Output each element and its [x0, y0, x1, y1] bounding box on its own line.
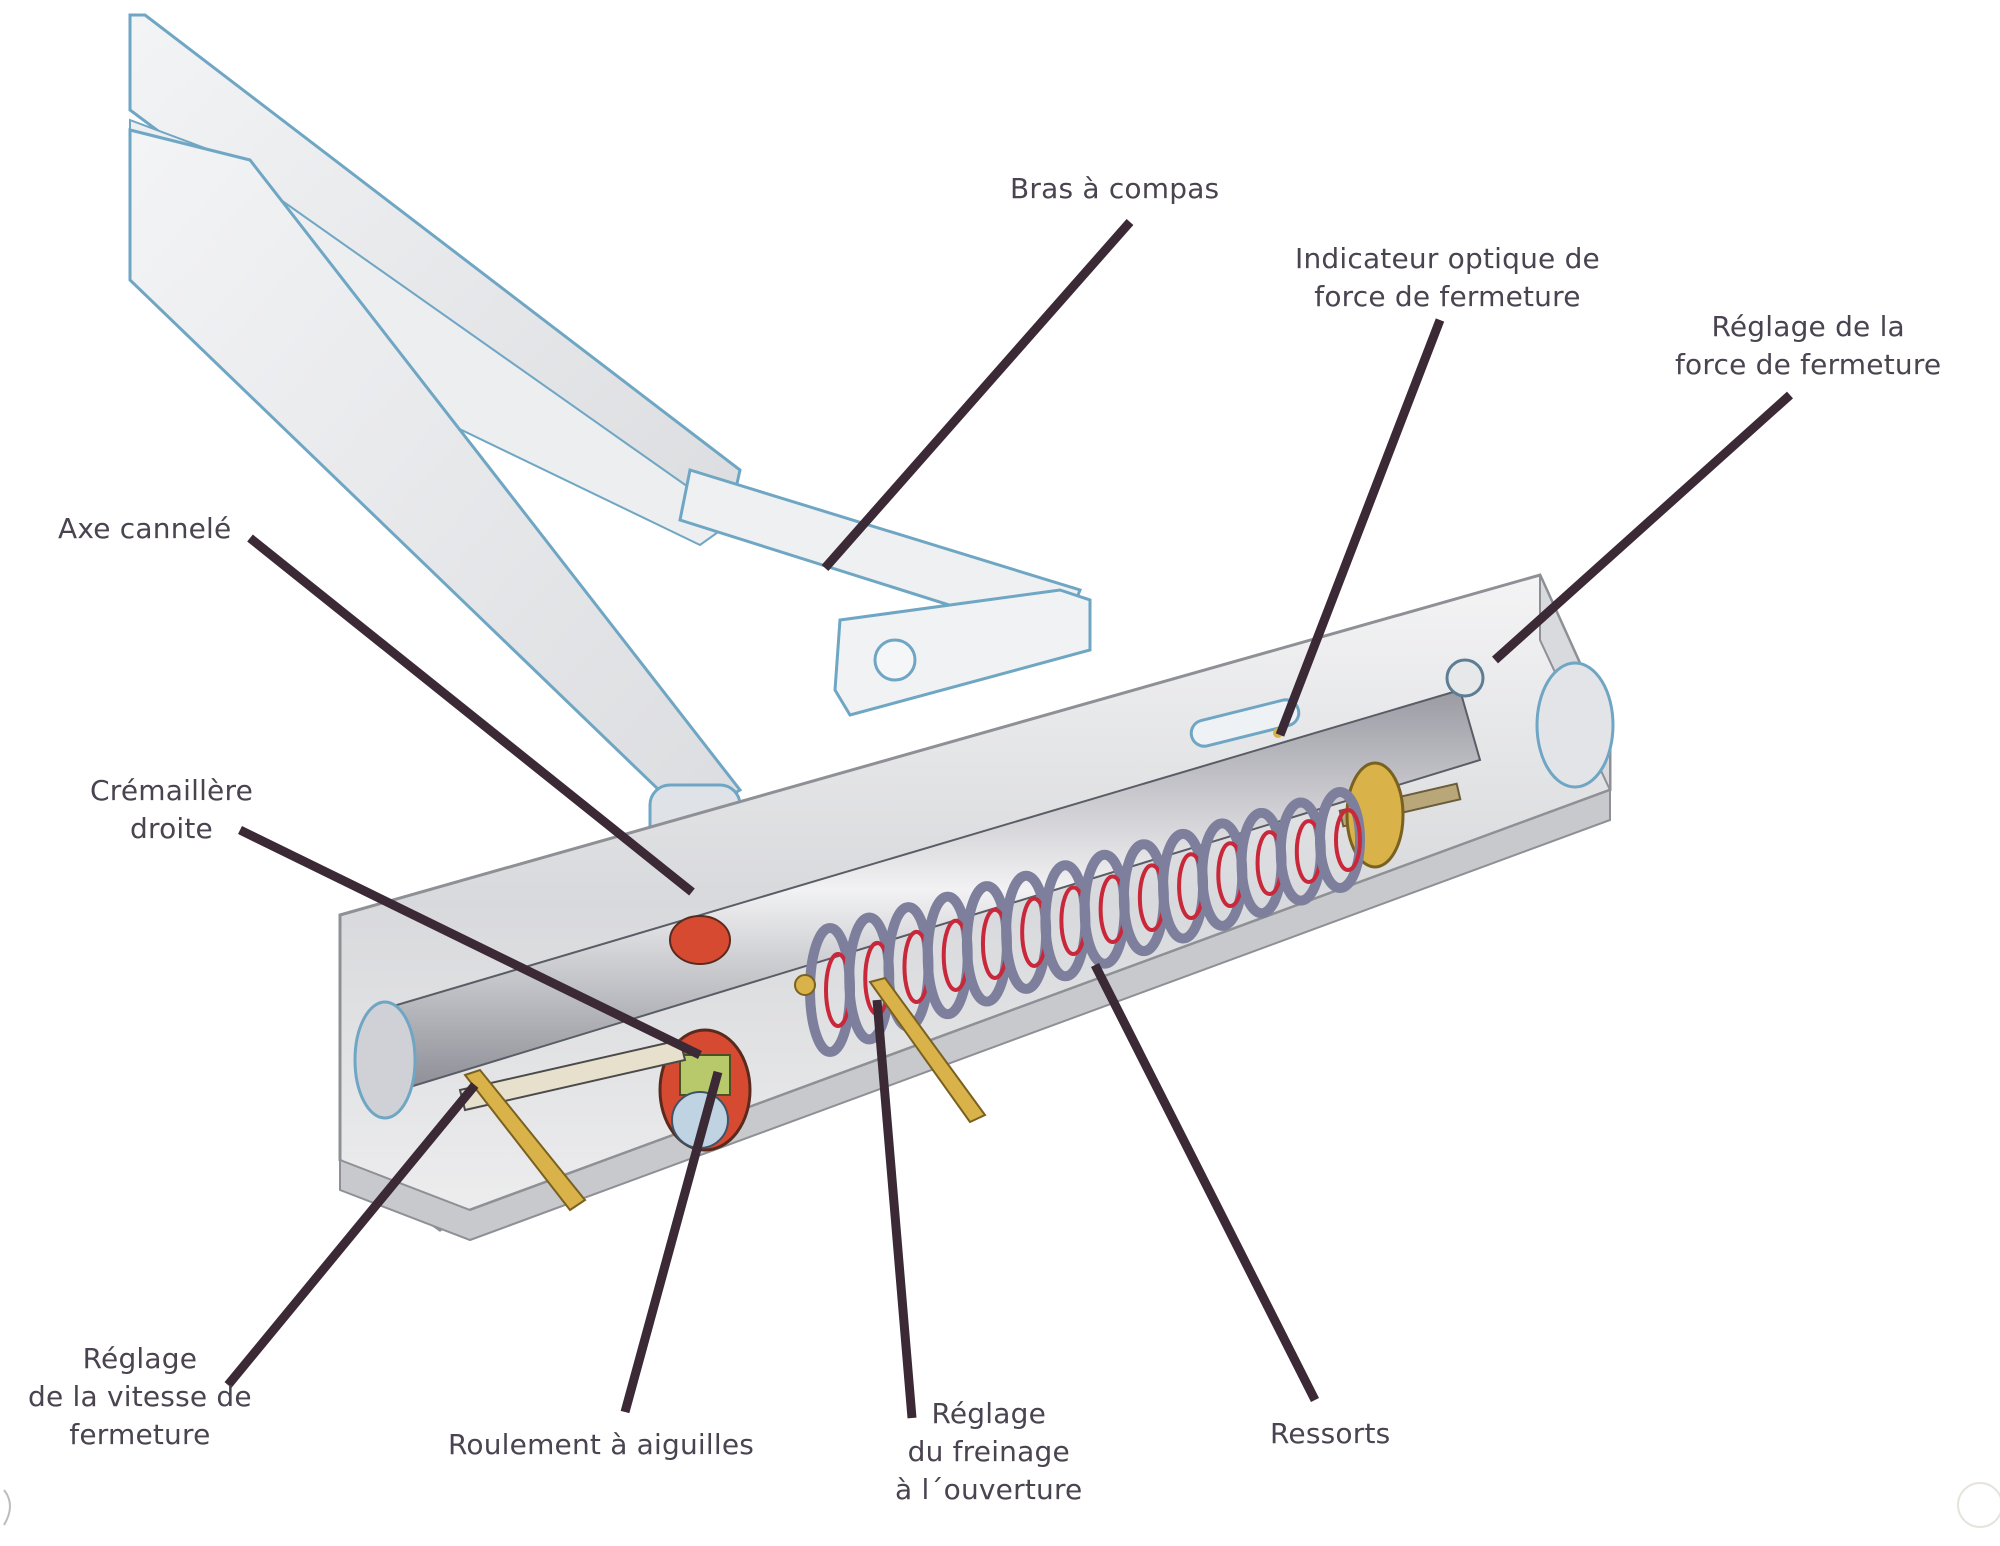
leader-lines [224, 219, 1794, 1419]
label-line: Réglage [931, 1397, 1047, 1430]
compass-arm [128, 13, 1092, 897]
label-roulement: Roulement à aiguilles [448, 1426, 754, 1464]
leader-roulement [620, 1070, 723, 1414]
corner-mark-left [3, 1489, 11, 1526]
label-bras-a-compas: Bras à compas [1010, 170, 1219, 208]
label-line: de la vitesse de [28, 1380, 252, 1413]
corner-mark-right [1957, 1482, 2000, 1528]
needle-rollers [679, 1054, 731, 1096]
backcheck-valve [868, 976, 987, 1124]
valve-head [794, 974, 816, 996]
label-indicateur-optique: Indicateur optique de force de fermeture [1295, 240, 1600, 316]
label-line: Roulement à aiguilles [448, 1428, 755, 1461]
leader-indicateur-optique [1275, 318, 1445, 737]
label-reglage-freinage: Réglage du freinage à l´ouverture [895, 1395, 1082, 1509]
leader-axe-cannele [247, 534, 695, 896]
upper-bearing [669, 915, 731, 965]
end-cap-right [1535, 661, 1615, 789]
leader-cremaillere [238, 825, 702, 1060]
optical-indicator-window [1189, 698, 1301, 748]
label-line: Indicateur optique de [1295, 242, 1600, 275]
inner-spring-coil [1334, 808, 1362, 872]
leader-bras-a-compas [821, 219, 1134, 571]
label-line: Ressorts [1270, 1417, 1391, 1450]
leader-ressorts [1090, 962, 1320, 1403]
force-adjust-screw [1445, 658, 1485, 698]
leader-reglage-vitesse [224, 1082, 479, 1388]
end-cap-left [353, 1000, 417, 1120]
leader-reglage-force [1491, 391, 1794, 664]
label-line: fermeture [69, 1418, 211, 1451]
label-line: du freinage [907, 1435, 1070, 1468]
label-line: Réglage de la [1711, 310, 1905, 343]
label-line: force de fermeture [1675, 348, 1942, 381]
label-line: Bras à compas [1010, 172, 1220, 205]
label-reglage-vitesse: Réglage de la vitesse de fermeture [28, 1340, 252, 1454]
closer-body [338, 573, 1615, 1242]
label-reglage-force: Réglage de la force de fermeture [1675, 308, 1941, 384]
label-line: Axe cannelé [58, 512, 232, 545]
label-line: Réglage [82, 1342, 198, 1375]
leader-reglage-freinage [872, 999, 917, 1419]
label-cremaillere: Crémaillère droite [90, 772, 253, 848]
speed-valve [463, 1068, 587, 1212]
label-line: à l´ouverture [895, 1473, 1083, 1506]
label-line: force de fermeture [1314, 280, 1581, 313]
label-line: Crémaillère [90, 774, 253, 807]
arm-pivot-bolt [873, 638, 917, 682]
label-ressorts: Ressorts [1270, 1415, 1390, 1453]
label-line: droite [130, 812, 213, 845]
label-axe-cannele: Axe cannelé [58, 510, 231, 548]
